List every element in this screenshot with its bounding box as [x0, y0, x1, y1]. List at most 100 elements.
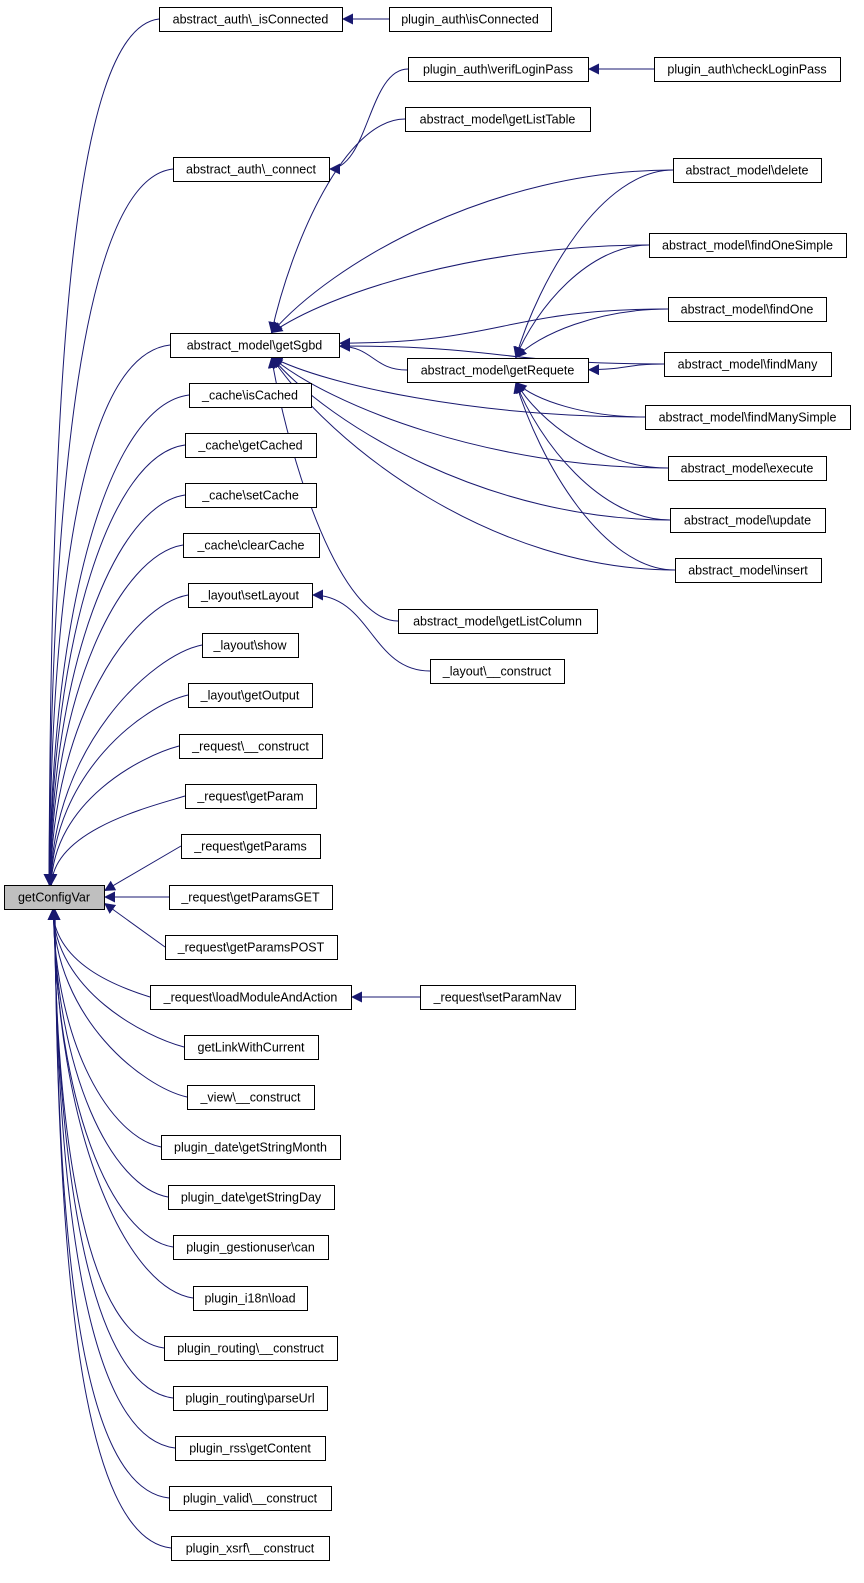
node-box[interactable]	[389, 7, 552, 32]
node-box[interactable]	[187, 1085, 315, 1110]
node-box[interactable]	[668, 456, 827, 481]
node-pa_verifLoginPass[interactable]: plugin_auth\verifLoginPass	[408, 57, 589, 82]
node-box[interactable]	[675, 558, 822, 583]
node-aa_isConnected[interactable]: abstract_auth\_isConnected	[159, 7, 343, 32]
edge-prss_getContent-to-getConfigVar	[49, 908, 176, 1449]
node-box[interactable]	[188, 683, 313, 708]
node-box[interactable]	[649, 233, 847, 258]
node-box[interactable]	[175, 1436, 326, 1461]
node-am_findManySimple[interactable]: abstract_model\findManySimple	[645, 405, 851, 430]
node-box[interactable]	[398, 609, 598, 634]
node-box[interactable]	[159, 7, 343, 32]
node-am_getRequete[interactable]: abstract_model\getRequete	[407, 358, 589, 383]
node-box[interactable]	[169, 1486, 332, 1511]
node-pa_checkLoginPass[interactable]: plugin_auth\checkLoginPass	[654, 57, 841, 82]
node-box[interactable]	[171, 1536, 330, 1561]
node-box[interactable]	[179, 734, 323, 759]
node-label: abstract_model\findOneSimple	[662, 239, 833, 253]
node-getConfigVar[interactable]: getConfigVar	[4, 885, 105, 910]
node-label: _request\getParamsPOST	[177, 941, 325, 955]
node-c_clearCache[interactable]: _cache\clearCache	[183, 533, 320, 558]
node-box[interactable]	[173, 1235, 329, 1260]
node-r_loadModuleAndAction[interactable]: _request\loadModuleAndAction	[150, 985, 352, 1010]
node-r_getParams[interactable]: _request\getParams	[181, 834, 321, 859]
node-box[interactable]	[185, 483, 317, 508]
node-pi_load[interactable]: plugin_i18n\load	[193, 1286, 308, 1311]
node-box[interactable]	[408, 57, 589, 82]
node-box[interactable]	[184, 1035, 319, 1060]
node-getLinkWithCurrent[interactable]: getLinkWithCurrent	[184, 1035, 319, 1060]
node-l_show[interactable]: _layout\show	[202, 633, 299, 658]
node-label: _layout\__construct	[442, 665, 552, 679]
node-box[interactable]	[673, 158, 822, 183]
node-pv_construct[interactable]: plugin_valid\__construct	[169, 1486, 332, 1511]
node-label: abstract_model\getListColumn	[413, 615, 582, 629]
node-box[interactable]	[164, 1336, 338, 1361]
node-box[interactable]	[185, 784, 317, 809]
node-label: abstract_model\getListTable	[420, 113, 576, 127]
node-box[interactable]	[202, 633, 299, 658]
node-l_construct[interactable]: _layout\__construct	[430, 659, 565, 684]
node-am_execute[interactable]: abstract_model\execute	[668, 456, 827, 481]
node-am_getSgbd[interactable]: abstract_model\getSgbd	[170, 333, 340, 358]
node-am_getListTable[interactable]: abstract_model\getListTable	[405, 107, 591, 132]
node-am_insert[interactable]: abstract_model\insert	[675, 558, 822, 583]
node-box[interactable]	[430, 659, 565, 684]
node-prss_getContent[interactable]: plugin_rss\getContent	[175, 1436, 326, 1461]
node-pg_can[interactable]: plugin_gestionuser\can	[173, 1235, 329, 1260]
node-am_findOneSimple[interactable]: abstract_model\findOneSimple	[649, 233, 847, 258]
node-box[interactable]	[161, 1135, 341, 1160]
node-box[interactable]	[169, 885, 333, 910]
node-c_isCached[interactable]: _cache\isCached	[189, 383, 312, 408]
node-l_getOutput[interactable]: _layout\getOutput	[188, 683, 313, 708]
node-box[interactable]	[165, 935, 338, 960]
node-am_delete[interactable]: abstract_model\delete	[673, 158, 822, 183]
node-box[interactable]	[668, 297, 827, 322]
edge-am_delete-to-am_getSgbd	[271, 169, 674, 334]
node-v_construct[interactable]: _view\__construct	[187, 1085, 315, 1110]
node-label: _cache\setCache	[201, 489, 299, 503]
node-r_setParamNav[interactable]: _request\setParamNav	[420, 985, 576, 1010]
node-label: abstract_model\delete	[686, 164, 809, 178]
node-r_getParamsPOST[interactable]: _request\getParamsPOST	[165, 935, 338, 960]
node-box[interactable]	[664, 352, 832, 377]
node-label: plugin_routing\__construct	[177, 1342, 324, 1356]
node-box[interactable]	[183, 533, 320, 558]
edge-pa_verifLoginPass-to-aa_connect	[328, 68, 409, 175]
node-aa_connect[interactable]: abstract_auth\_connect	[173, 157, 330, 182]
node-box[interactable]	[405, 107, 591, 132]
node-box[interactable]	[4, 885, 105, 910]
node-am_findMany[interactable]: abstract_model\findMany	[664, 352, 832, 377]
node-box[interactable]	[193, 1286, 308, 1311]
node-c_getCached[interactable]: _cache\getCached	[185, 433, 317, 458]
node-r_construct[interactable]: _request\__construct	[179, 734, 323, 759]
node-am_update[interactable]: abstract_model\update	[670, 508, 826, 533]
node-box[interactable]	[168, 1185, 335, 1210]
node-box[interactable]	[189, 383, 312, 408]
node-box[interactable]	[670, 508, 826, 533]
node-r_getParam[interactable]: _request\getParam	[185, 784, 317, 809]
node-box[interactable]	[150, 985, 352, 1010]
node-am_getListColumn[interactable]: abstract_model\getListColumn	[398, 609, 598, 634]
node-box[interactable]	[181, 834, 321, 859]
node-box[interactable]	[185, 433, 317, 458]
node-box[interactable]	[645, 405, 851, 430]
node-l_setLayout[interactable]: _layout\setLayout	[188, 583, 313, 608]
node-am_findOne[interactable]: abstract_model\findOne	[668, 297, 827, 322]
node-box[interactable]	[173, 1386, 328, 1411]
node-pa_isConnected[interactable]: plugin_auth\isConnected	[389, 7, 552, 32]
node-box[interactable]	[654, 57, 841, 82]
node-pd_getStringMonth[interactable]: plugin_date\getStringMonth	[161, 1135, 341, 1160]
node-pr_construct[interactable]: plugin_routing\__construct	[164, 1336, 338, 1361]
node-box[interactable]	[173, 157, 330, 182]
node-px_construct[interactable]: plugin_xsrf\__construct	[171, 1536, 330, 1561]
node-c_setCache[interactable]: _cache\setCache	[185, 483, 317, 508]
node-pr_parseUrl[interactable]: plugin_routing\parseUrl	[173, 1386, 328, 1411]
edge-getLinkWithCurrent-to-getConfigVar	[47, 908, 185, 1048]
node-box[interactable]	[407, 358, 589, 383]
node-r_getParamsGET[interactable]: _request\getParamsGET	[169, 885, 333, 910]
node-box[interactable]	[188, 583, 313, 608]
node-box[interactable]	[420, 985, 576, 1010]
node-pd_getStringDay[interactable]: plugin_date\getStringDay	[168, 1185, 335, 1210]
node-box[interactable]	[170, 333, 340, 358]
